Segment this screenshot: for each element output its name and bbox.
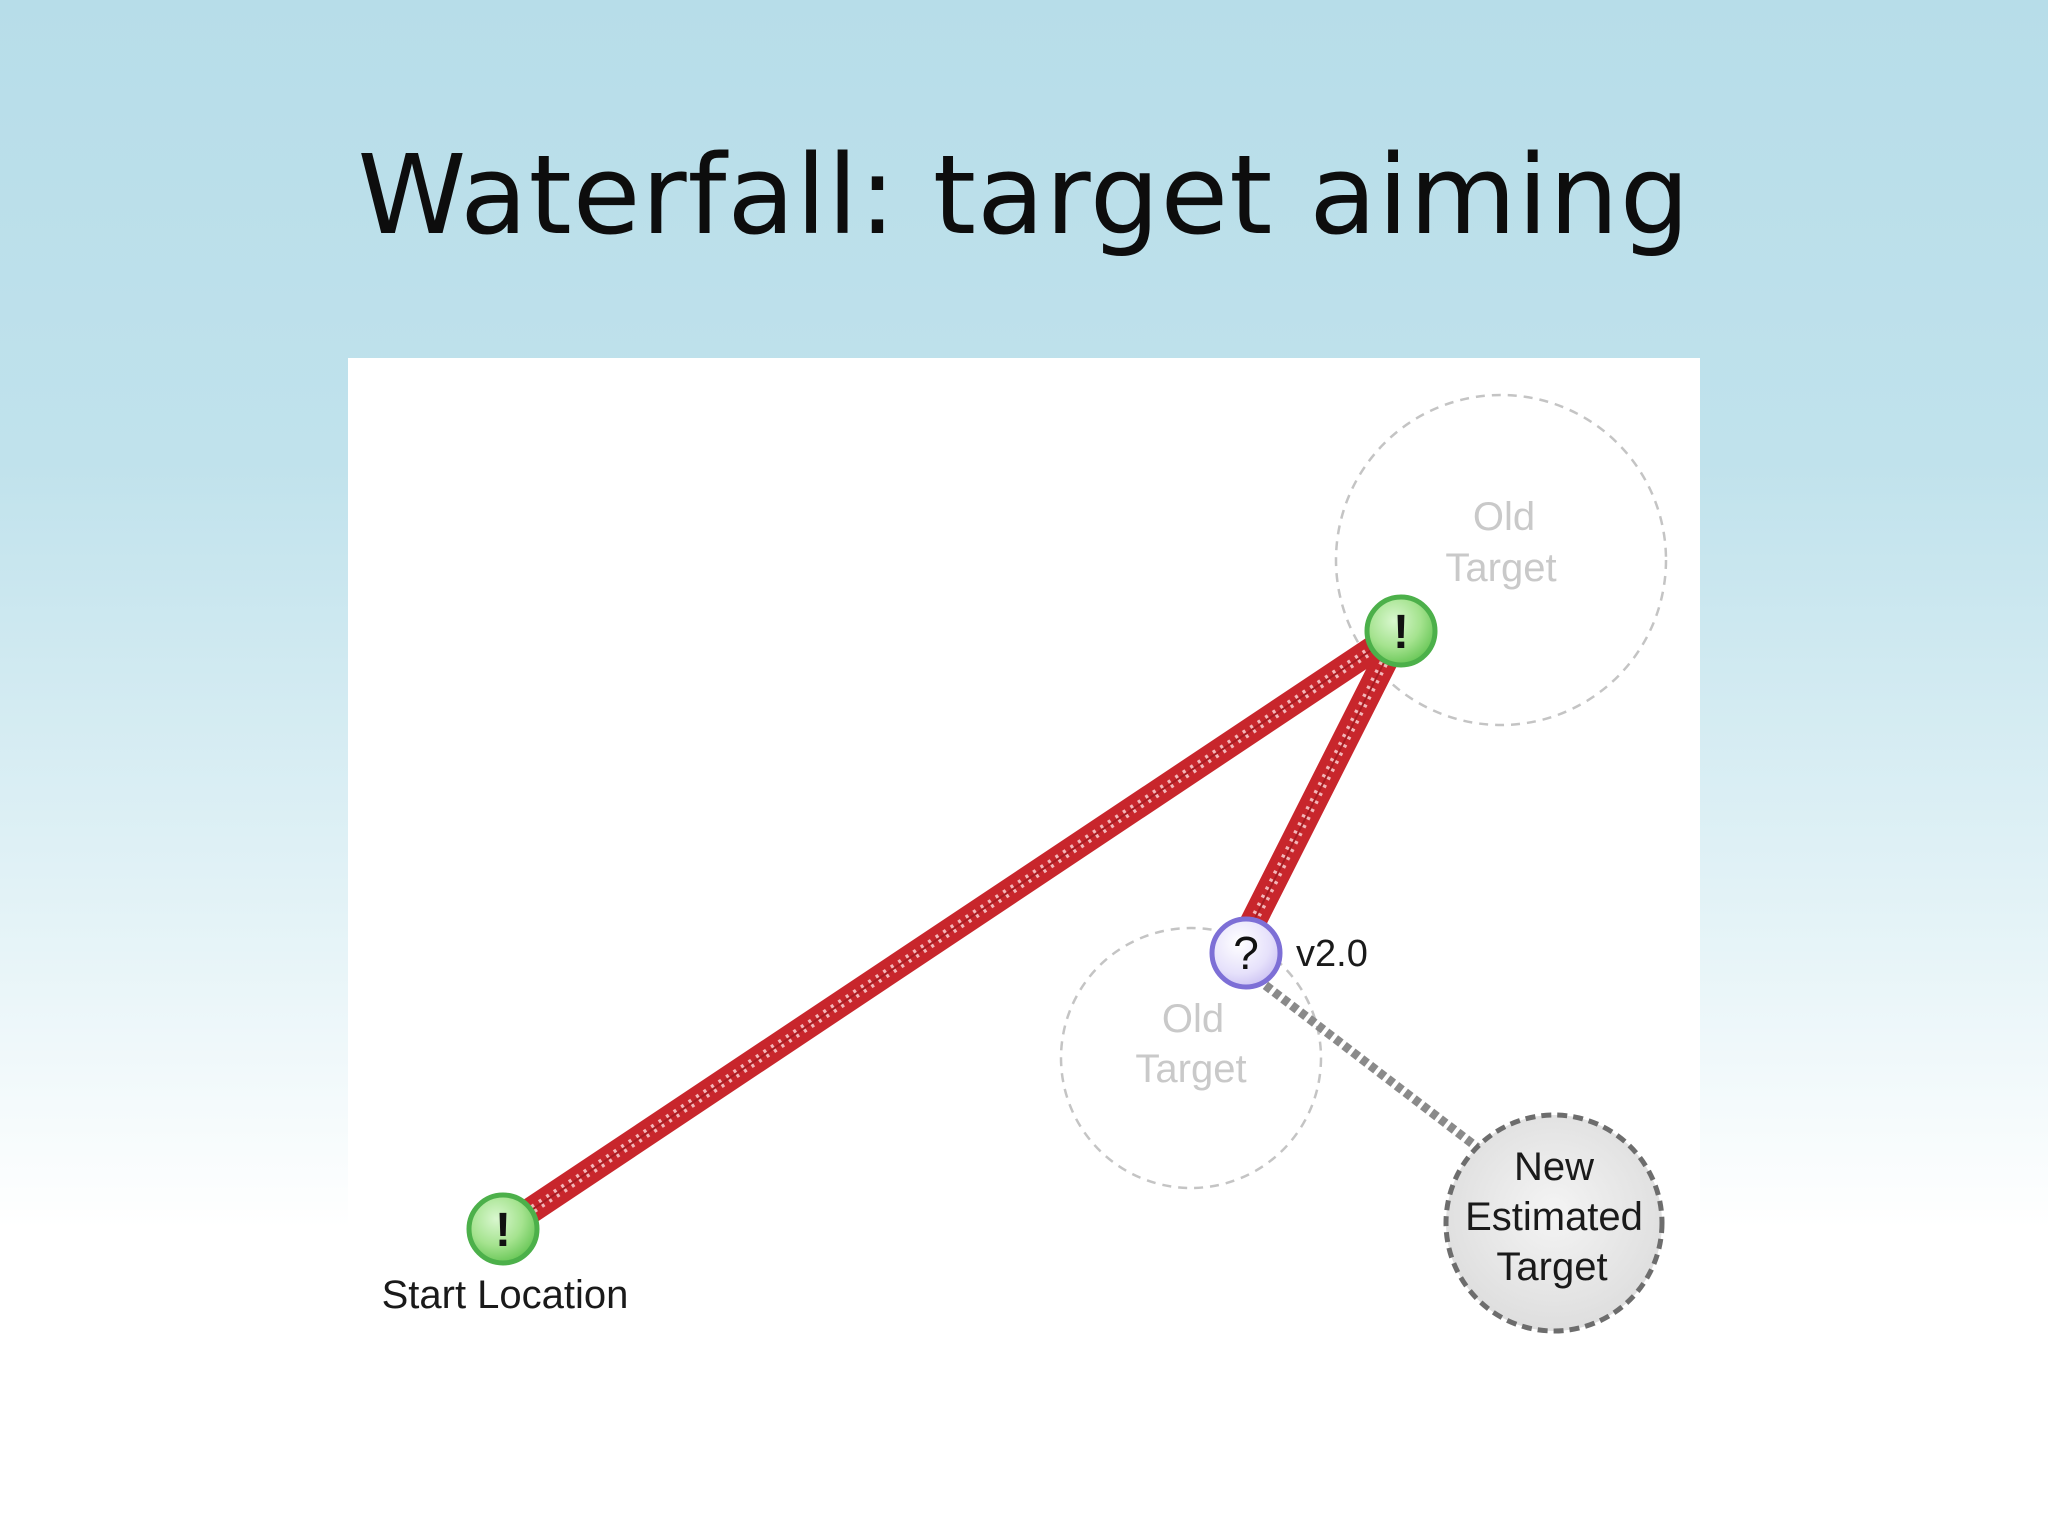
new-estimated-target: New Estimated Target	[1443, 1112, 1665, 1334]
start-node-symbol: !	[495, 1204, 511, 1257]
path-start-to-top	[490, 618, 1413, 1242]
old-target-mid-circle	[1059, 926, 1323, 1190]
old-target-mid-line2: Target	[1135, 1047, 1246, 1091]
version-node: ?	[1209, 916, 1283, 990]
new-target-line2: Estimated	[1465, 1195, 1643, 1239]
top-node-circle	[1364, 594, 1438, 668]
start-node-circle	[466, 1192, 540, 1266]
top-node-symbol: !	[1393, 606, 1409, 659]
old-target-mid-line1: Old	[1162, 997, 1224, 1041]
new-target-line1: New	[1514, 1145, 1594, 1189]
path-top-to-version	[1233, 618, 1413, 949]
diagram-canvas: Old Target Old Target New Estimated	[382, 393, 1668, 1334]
diagram-panel: Old Target Old Target New Estimated	[348, 358, 1700, 1360]
start-location-label: Start Location	[382, 1273, 629, 1317]
slide-title: Waterfall: target aiming	[357, 131, 1691, 259]
version-label: v2.0	[1296, 933, 1368, 975]
version-node-circle	[1209, 916, 1283, 990]
new-estimated-target-circle	[1443, 1112, 1665, 1334]
version-node-symbol: ?	[1233, 927, 1259, 979]
start-node: !	[466, 1192, 540, 1266]
old-target-top: Old Target	[1334, 393, 1668, 727]
old-target-top-line2: Target	[1445, 546, 1556, 590]
estimate-connector	[1245, 968, 1481, 1152]
new-target-line3: Target	[1496, 1245, 1607, 1289]
old-target-top-line1: Old	[1473, 495, 1535, 539]
old-target-mid: Old Target	[1059, 926, 1323, 1190]
old-target-top-circle	[1334, 393, 1668, 727]
top-node: !	[1364, 594, 1438, 668]
